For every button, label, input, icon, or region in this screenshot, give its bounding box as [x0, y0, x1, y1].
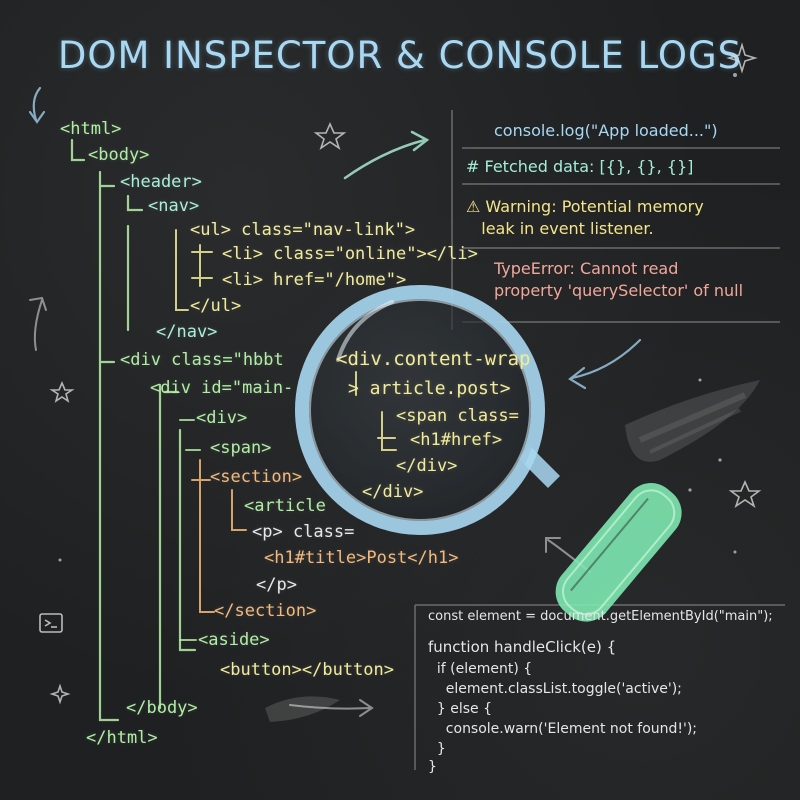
dom-node[interactable]: <ul> class="nav-link"> — [190, 220, 416, 240]
terminal-icon — [39, 613, 63, 633]
magnified-node: <span class= — [396, 406, 519, 426]
console-log-entry[interactable]: console.log("App loaded...") — [494, 121, 718, 140]
code-line: } — [428, 759, 437, 775]
dom-node[interactable]: </html> — [86, 728, 158, 748]
console-error-entry[interactable]: TypeError: Cannot read property 'querySe… — [494, 259, 744, 300]
dom-node[interactable]: </section> — [214, 601, 317, 621]
sparkle-icon — [726, 42, 758, 74]
dom-node[interactable]: <div> — [196, 408, 248, 428]
dom-node[interactable]: </p> — [256, 575, 297, 595]
magnified-node: <h1#href> — [410, 430, 503, 450]
dom-node[interactable]: <li> class="online"></li> — [222, 244, 478, 264]
star-icon — [49, 380, 75, 403]
code-line: console.warn('Element not found!'); — [428, 721, 698, 737]
dom-node[interactable]: <article — [244, 496, 326, 516]
dom-node[interactable]: <nav> — [148, 196, 200, 216]
magnified-node: <div.content-wrap — [336, 348, 531, 370]
code-line: if (element) { — [428, 661, 533, 677]
dom-node[interactable]: <div id="main- — [150, 378, 294, 398]
dom-node[interactable]: <li> href="/home"> — [222, 270, 407, 290]
console-info-entry[interactable]: # Fetched data: [{}, {}, {}] — [466, 157, 694, 176]
dom-node[interactable]: <body> — [88, 145, 150, 165]
code-line: } else { — [428, 701, 493, 717]
dom-node[interactable]: <html> — [60, 119, 122, 139]
page-title: DOM INSPECTOR & CONSOLE LOGS — [57, 34, 743, 77]
dom-node[interactable]: <div class="hbbt — [120, 350, 284, 370]
console-warning-entry[interactable]: ⚠ Warning: Potential memory leak in even… — [466, 197, 704, 238]
dom-node[interactable]: <header> — [120, 172, 202, 192]
dom-node[interactable]: <button></button> — [220, 660, 394, 680]
dom-node[interactable]: </ul> — [190, 296, 242, 316]
dom-node[interactable]: <section> — [210, 467, 303, 487]
code-line: function handleClick(e) { — [428, 638, 617, 656]
dom-node[interactable]: <p> class= — [252, 522, 355, 542]
sparkle-icon — [49, 683, 71, 705]
magnified-node: </div> — [362, 482, 424, 502]
star-icon — [728, 480, 762, 508]
star-icon — [313, 122, 347, 150]
dom-node[interactable]: </nav> — [156, 322, 218, 342]
code-line: } — [428, 741, 446, 757]
code-line: const element = document.getElementById(… — [428, 609, 773, 624]
code-line: element.classList.toggle('active'); — [428, 681, 682, 697]
magnified-node: </div> — [396, 456, 458, 476]
magnified-node: > article.post> — [348, 378, 511, 399]
dom-node[interactable]: <aside> — [198, 630, 270, 650]
dom-node[interactable]: <span> — [210, 438, 272, 458]
dom-node[interactable]: <h1#title>Post</h1> — [264, 548, 459, 568]
dom-node[interactable]: </body> — [126, 698, 198, 718]
